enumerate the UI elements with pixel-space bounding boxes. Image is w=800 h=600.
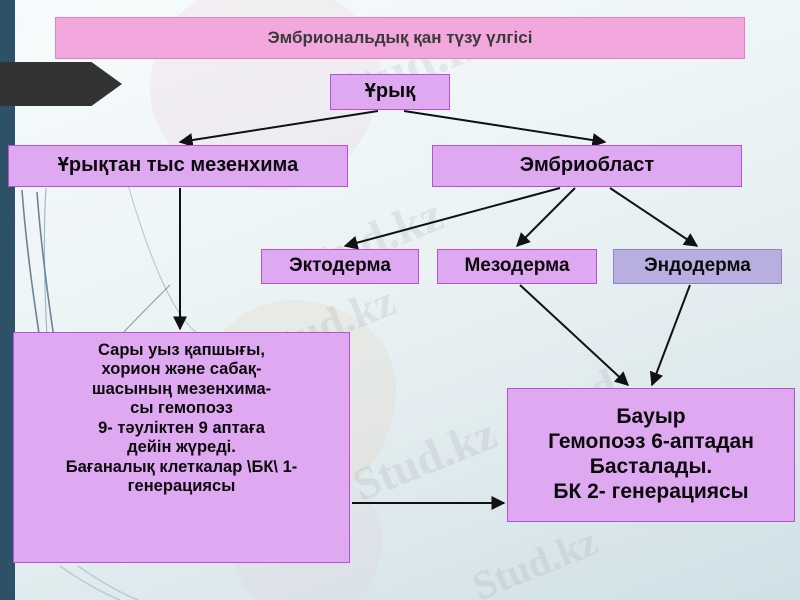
node-embryoblast: Эмбриобласт	[432, 145, 742, 187]
node-extraembryonic-mesenchyme-label: Ұрықтан тыс мезенхима	[57, 154, 299, 177]
node-extraembryonic-mesenchyme: Ұрықтан тыс мезенхима	[8, 145, 348, 187]
slide-title-text: Эмбриональдық қан түзу үлгісі	[267, 27, 533, 47]
node-mesoderm: Мезодерма	[437, 249, 597, 284]
node-embryoblast-label: Эмбриобласт	[519, 154, 655, 177]
slide-title: Эмбриональдық қан түзу үлгісі	[55, 17, 745, 59]
node-liver-hematopoiesis-label: Бауыр Гемопоэз 6-аптадан Басталады. БК 2…	[548, 405, 754, 503]
node-endoderm: Эндодерма	[613, 249, 782, 284]
watermark-text: Stud.kz	[466, 518, 604, 600]
node-urik-label: Ұрық	[364, 80, 416, 103]
node-urik: Ұрық	[330, 74, 450, 110]
node-ectoderm-label: Эктодерма	[289, 255, 391, 277]
node-liver-hematopoiesis: Бауыр Гемопоэз 6-аптадан Басталады. БК 2…	[507, 388, 795, 522]
dark-arrow-banner-shape	[0, 62, 122, 106]
node-mesoderm-label: Мезодерма	[464, 255, 570, 277]
node-yolk-sac-hematopoiesis: Сары уыз қапшығы, хорион және сабақ- шас…	[13, 332, 350, 563]
node-ectoderm: Эктодерма	[261, 249, 419, 284]
node-yolk-sac-hematopoiesis-label: Сары уыз қапшығы, хорион және сабақ- шас…	[65, 341, 298, 496]
node-endoderm-label: Эндодерма	[644, 255, 751, 277]
